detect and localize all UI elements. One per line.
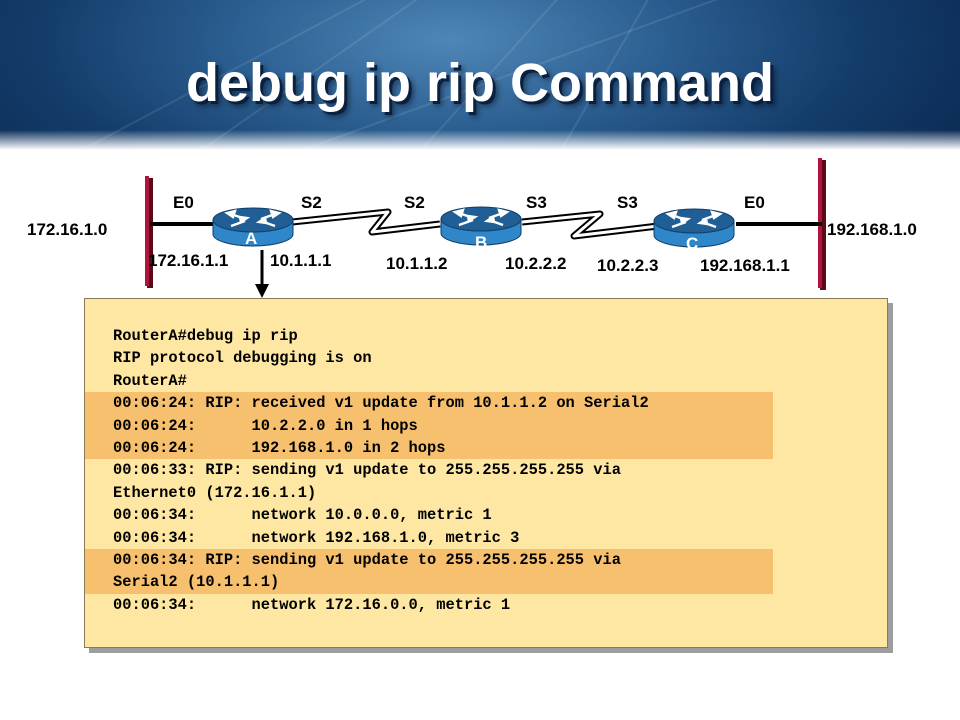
left-ethernet-segment [145, 176, 153, 288]
router-b-ip-left: 10.1.1.2 [386, 254, 448, 273]
serial-link-b-c [521, 210, 659, 240]
console-line: RouterA#debug ip rip [113, 327, 298, 345]
console-line: 00:06:24: 10.2.2.0 in 1 hops [85, 414, 773, 437]
console-line: 00:06:24: 192.168.1.0 in 2 hops [85, 436, 773, 460]
console-line: 00:06:33: RIP: sending v1 update to 255.… [113, 461, 621, 480]
router-c-ip-right: 192.168.1.1 [700, 256, 790, 275]
pointer-arrow [255, 250, 269, 298]
router-c-ip-left: 10.2.2.3 [597, 256, 659, 275]
console-line: RIP protocol debugging is on [113, 349, 372, 368]
router-a-ip-left: 172.16.1.1 [148, 251, 229, 270]
router-a-if-right: S2 [301, 193, 322, 212]
console-line: 00:06:34: network 192.168.1.0, metric 3 [113, 528, 520, 547]
slide-title: debug ip rip Command [186, 53, 774, 113]
router-b-name: B [475, 233, 488, 252]
router-c-if-right: E0 [744, 193, 765, 212]
router-b-if-right: S3 [526, 193, 547, 212]
router-b-ip-right: 10.2.2.2 [505, 254, 567, 273]
title-banner: debug ip rip Command [0, 0, 960, 150]
console-line: 00:06:34: RIP: sending v1 update to 255.… [85, 548, 773, 572]
router-b [440, 206, 522, 246]
console-line: 00:06:34: network 10.0.0.0, metric 1 [113, 506, 492, 525]
console-line: Serial2 (10.1.1.1) [85, 571, 773, 594]
router-a-if-left: E0 [173, 193, 194, 212]
console-line: 00:06:34: network 172.16.0.0, metric 1 [113, 595, 511, 614]
serial-link-a-b [291, 208, 441, 236]
router-b-if-left: S2 [404, 193, 425, 212]
router-a-name: A [245, 229, 258, 248]
left-network-label: 172.16.1.0 [27, 220, 108, 239]
right-network-label: 192.168.1.0 [827, 220, 917, 239]
router-c [653, 208, 735, 248]
console-line: Ethernet0 (172.16.1.1) [113, 483, 317, 502]
router-c-name: C [686, 234, 699, 253]
router-a-ip-right: 10.1.1.1 [270, 251, 332, 270]
console-line: 00:06:24: RIP: received v1 update from 1… [85, 392, 773, 415]
router-a [212, 207, 294, 247]
router-c-if-left: S3 [617, 193, 638, 212]
network-diagram [145, 158, 826, 298]
console-line: RouterA# [113, 371, 187, 390]
